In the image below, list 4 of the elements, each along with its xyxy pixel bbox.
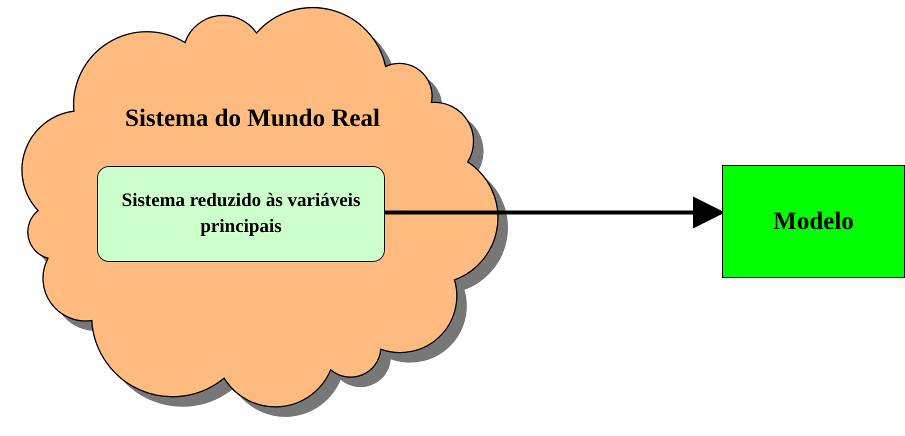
cloud-title: Sistema do Mundo Real xyxy=(124,105,381,133)
model-box: Modelo xyxy=(722,165,905,278)
rounded-box: Sistema reduzido às variáveis principais xyxy=(97,166,385,262)
arrow xyxy=(385,196,725,228)
